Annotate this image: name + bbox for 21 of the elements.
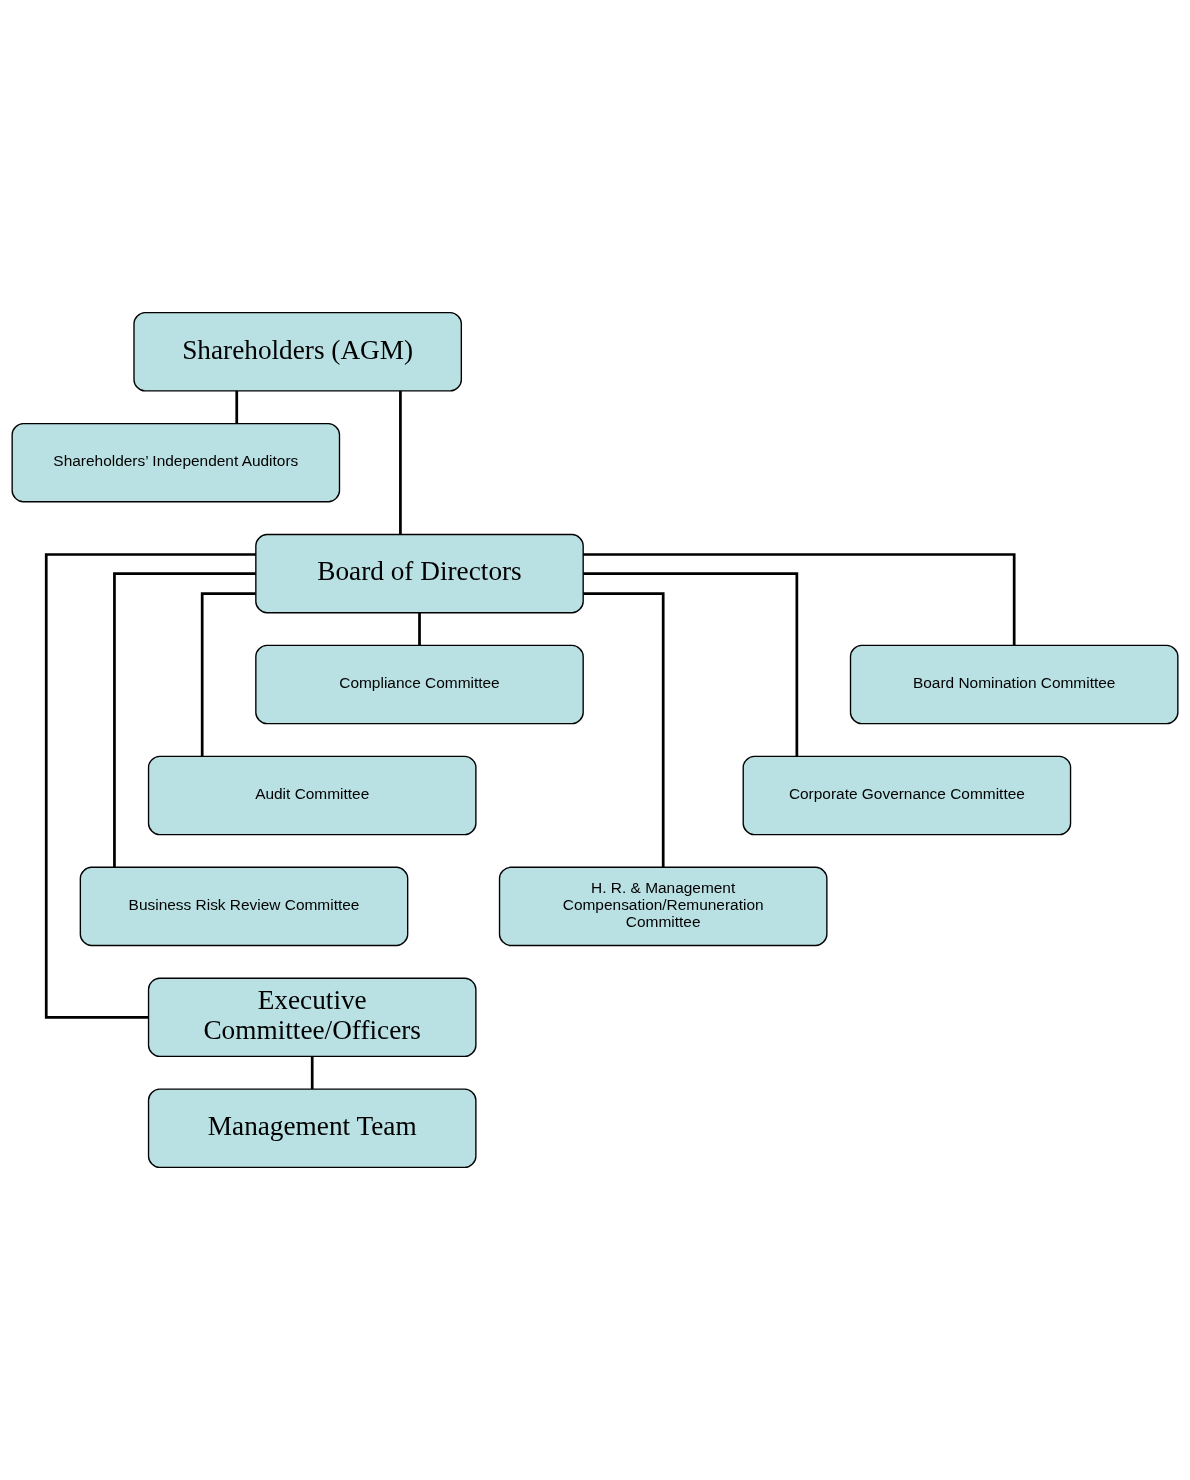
connector bbox=[235, 390, 239, 424]
node-box: Board Nomination Committee bbox=[849, 644, 1179, 725]
node-box: Executive Committee/Officers bbox=[147, 977, 477, 1058]
connector bbox=[200, 592, 256, 757]
node-box: Corporate Governance Committee bbox=[742, 755, 1072, 836]
node-box: Audit Committee bbox=[147, 755, 477, 836]
node-box: H. R. & Management Compensation/Remuneration Committee bbox=[498, 866, 828, 947]
connector bbox=[418, 612, 421, 646]
connector bbox=[583, 592, 665, 868]
node-box: Shareholders (AGM) bbox=[133, 311, 462, 392]
node-box: Management Team bbox=[147, 1088, 477, 1169]
node-box: Compliance Committee bbox=[255, 644, 584, 725]
node-box: Shareholders’ Independent Auditors bbox=[11, 422, 341, 503]
connector bbox=[583, 553, 1016, 646]
connector bbox=[399, 390, 402, 535]
connector bbox=[583, 572, 799, 757]
connector bbox=[113, 572, 256, 868]
connector bbox=[44, 553, 256, 1019]
node-box: Business Risk Review Committee bbox=[79, 866, 409, 947]
connector bbox=[310, 1056, 314, 1090]
node-box: Board of Directors bbox=[255, 533, 584, 614]
